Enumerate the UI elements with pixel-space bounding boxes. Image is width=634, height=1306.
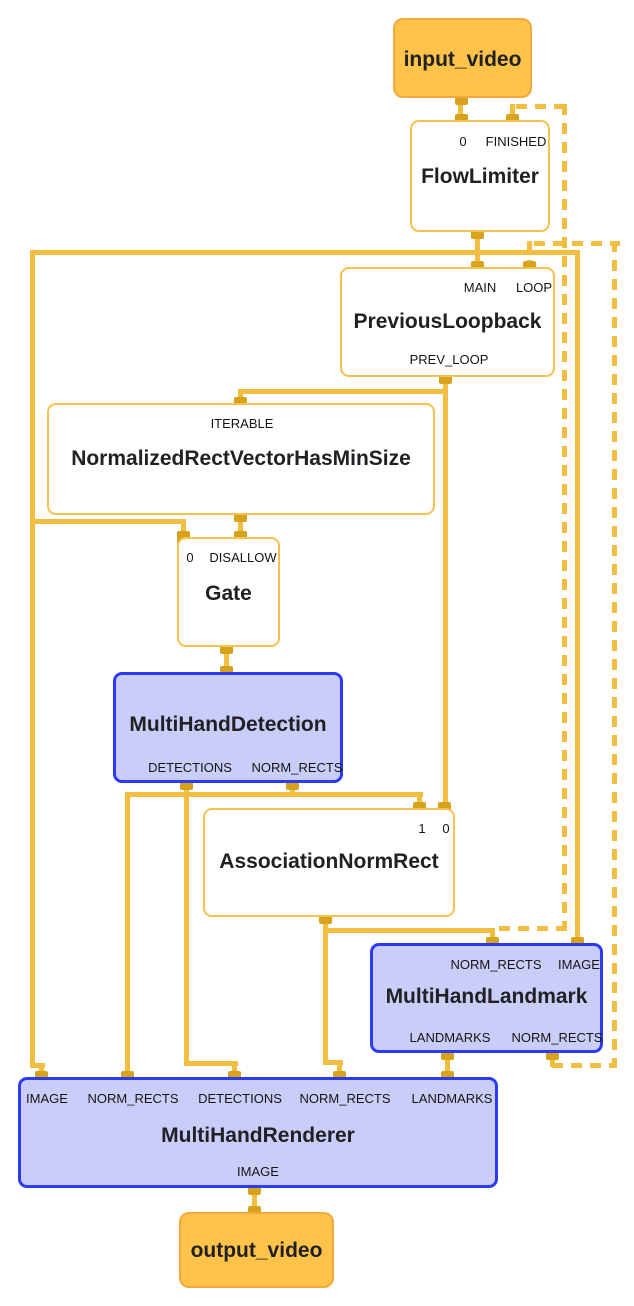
edge-finished-loopback-h [516,104,570,109]
port-label: LANDMARKS [411,1091,493,1106]
edge-image-gate-drop [181,519,186,538]
node-output-video[interactable]: output_video [179,1212,334,1288]
edge-landmarks-renderer [445,1053,450,1078]
port-label: MAIN [463,280,497,295]
edge-normrects-stub [290,783,295,797]
edge-assoc-renderer-elbow [323,1060,343,1065]
node-multi-hand-detection[interactable]: MultiHandDetection DETECTIONS NORM_RECTS [113,672,343,783]
edge-image-right-trunk [575,250,580,944]
port-label: 0 [442,821,450,836]
edge-loop-loopback-v [612,241,617,1068]
port-label: NORM_RECTS [87,1091,179,1106]
edge-assoc-landmark-drop [490,928,495,944]
node-title: output_video [190,1239,323,1262]
port-label: LOOP [515,280,553,295]
port-label: IMAGE [237,1164,279,1179]
edge-loop-loopback-bottom [552,1063,615,1068]
edge-gate-detection [224,647,229,673]
node-title: MultiHandLandmark [385,985,588,1008]
edge-minsize-disallow [238,515,243,538]
edge-renderer-outputvideo [252,1188,257,1213]
node-multi-hand-landmark[interactable]: NORM_RECTS IMAGE MultiHandLandmark LANDM… [370,943,603,1053]
port-label: NORM_RECTS [511,1030,603,1045]
edge-throttled-bus [30,250,580,255]
edge-inputvideo-flowlimiter [458,98,463,122]
node-multi-hand-renderer[interactable]: IMAGE NORM_RECTS DETECTIONS NORM_RECTS L… [18,1077,498,1188]
node-title: Gate [205,582,252,605]
node-input-video[interactable]: input_video [393,18,532,98]
edge-image-left-trunk [30,250,35,1068]
node-title: AssociationNormRect [219,850,439,873]
edge-landmark-normrects-stub [550,1053,555,1067]
node-title: MultiHandRenderer [161,1124,355,1147]
edge-normrects-assoc1-drop [417,792,422,809]
edge-normrects-bus [125,792,423,797]
port-label: FINISHED [485,134,547,149]
edge-finished-loopback-bottom [499,926,565,931]
port-label: 0 [186,550,194,565]
edge-finished-loopback-v [562,104,567,931]
edge-image-renderer-elbow [30,1063,45,1068]
edge-assoc-landmark-elbow [323,928,493,933]
edge-prevloop-assoc0 [443,377,448,809]
edge-assoc-out-trunk [323,917,328,1065]
port-label: NORM_RECTS [251,760,343,775]
port-label: IMAGE [26,1091,68,1106]
port-label: LANDMARKS [409,1030,491,1045]
node-title: FlowLimiter [421,165,539,188]
node-title: PreviousLoopback [353,310,542,333]
edge-image-gate-branch [30,519,186,524]
node-normalized-rect-vector-has-min-size[interactable]: ITERABLE NormalizedRectVectorHasMinSize [47,403,435,515]
edge-flowlimiter-main [475,232,480,267]
edge-detections-trunk [184,783,189,1066]
edge-prevloop-iterable-drop [238,389,243,404]
edge-loop-stub [527,241,532,268]
edge-finished-stub [510,104,515,118]
port-label: ITERABLE [210,416,274,431]
node-previous-loopback[interactable]: MAIN LOOP PreviousLoopback PREV_LOOP [340,267,555,377]
edge-detections-elbow [184,1061,238,1066]
node-title: MultiHandDetection [129,713,327,736]
port-label: PREV_LOOP [409,352,489,367]
node-title: input_video [403,48,522,71]
edge-prevloop-iterable-branch [238,389,448,394]
node-title: NormalizedRectVectorHasMinSize [71,447,411,470]
port-label: NORM_RECTS [299,1091,391,1106]
node-gate[interactable]: 0 DISALLOW Gate [177,537,280,647]
port-label: DETECTIONS [148,760,232,775]
port-label: 1 [418,821,426,836]
edge-assoc-renderer-drop [337,1060,342,1078]
node-flow-limiter[interactable]: 0 FINISHED FlowLimiter [410,120,550,232]
edge-loop-loopback-h [534,241,620,246]
port-label: NORM_RECTS [450,957,542,972]
edge-detections-drop [232,1061,237,1078]
edge-normrects-renderer-trunk [125,792,130,1078]
port-label: 0 [459,134,467,149]
node-association-norm-rect[interactable]: 1 0 AssociationNormRect [203,808,455,917]
port-label: DISALLOW [209,550,277,565]
port-label: DETECTIONS [198,1091,282,1106]
port-label: IMAGE [558,957,600,972]
